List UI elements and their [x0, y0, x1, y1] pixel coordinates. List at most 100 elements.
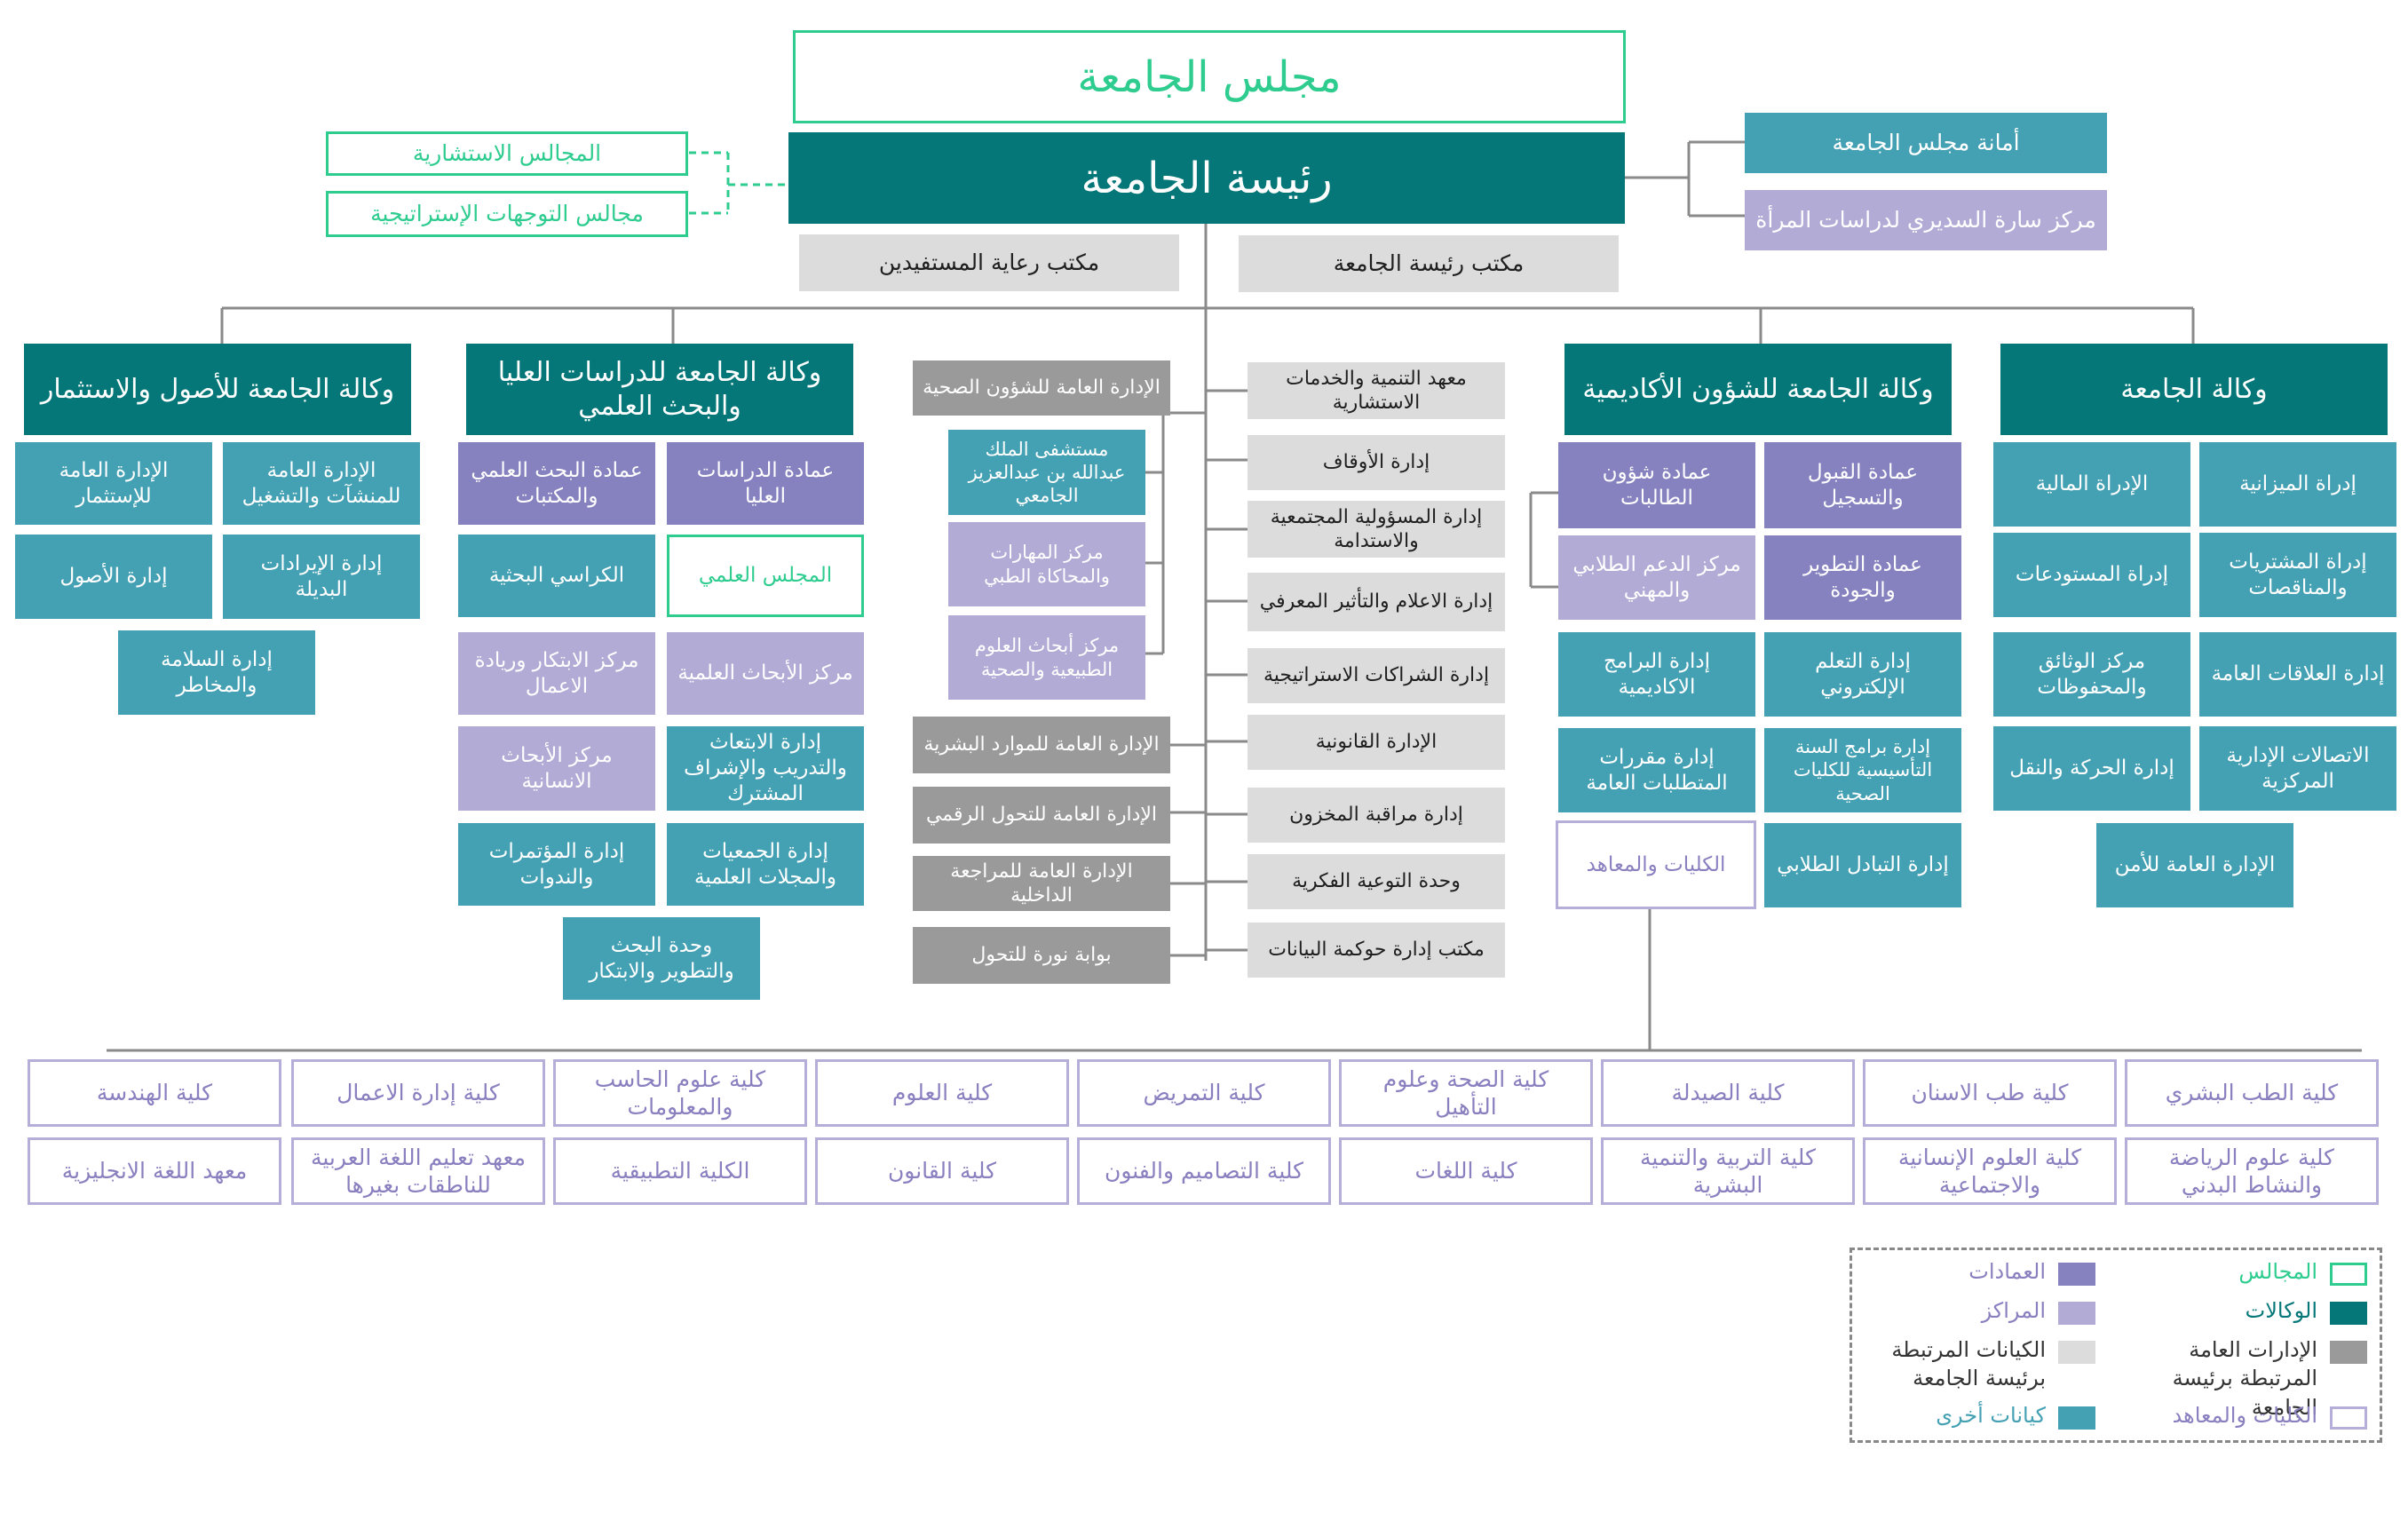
- legend-label-general-departments: الإدارات العامة المرتبطة برئيسة الجامعة: [2172, 1337, 2317, 1420]
- legend-swatch-agencies: [2330, 1302, 2367, 1325]
- legend-swatch-colleges: [2330, 1406, 2367, 1430]
- scientific-research-center: مركز الأبحاث العلمية: [667, 632, 864, 715]
- elearning-dept: إدارة التعلم الإلكتروني: [1764, 632, 1961, 717]
- college-computer-science: كلية علوم الحاسب والمعلومات: [553, 1059, 807, 1127]
- facilities-operations-dept: الإدارة العامة للمنشآت والتشغيل: [223, 442, 420, 525]
- investment-dept: الإدارة العامة للإستثمار: [15, 442, 212, 525]
- foundation-year-dept: إدارة برامج السنة التأسيسية للكليات الصح…: [1764, 728, 1961, 812]
- legend-swatch-deanships: [2058, 1263, 2095, 1286]
- advisory-councils: المجالس الاستشارية: [326, 131, 688, 176]
- agency-assets-investment: وكالة الجامعة للأصول والاستثمار: [24, 344, 411, 435]
- conferences-dept: إدارة المؤتمرات والندوات: [458, 823, 655, 906]
- college-applied: الكلية التطبيقية: [553, 1137, 807, 1205]
- legend-swatch-other-entities: [2058, 1406, 2095, 1430]
- college-science: كلية العلوم: [815, 1059, 1069, 1127]
- agency-university: وكالة الجامعة: [2000, 344, 2388, 435]
- transport-dept: إدارة الحركة والنقل: [1993, 726, 2190, 811]
- strategic-councils: مجالس التوجهات الإستراتيجية: [326, 191, 688, 237]
- quality-deanship: عمادة التطوير والجودة: [1764, 535, 1961, 620]
- noura-transformation-gateway: بوابة نورة للتحول: [913, 927, 1170, 984]
- student-support-center: مركز الدعم الطلابي والمهني: [1558, 535, 1755, 620]
- college-business: كلية إدارة الاعمال: [291, 1059, 545, 1127]
- innovation-entrepreneurship-center: مركز الابتكار وريادة الاعمال: [458, 632, 655, 715]
- university-board: مجلس الجامعة: [793, 30, 1626, 123]
- legend-label-deanships: العمادات: [1968, 1259, 2046, 1284]
- admission-deanship: عمادة القبول والتسجيل: [1764, 442, 1961, 528]
- general-requirements-dept: إدارة مقررات المتطلبات العامة: [1558, 728, 1755, 812]
- legal-dept: الإدارة القانونية: [1248, 715, 1505, 770]
- rdi-unit: وحدة البحث والتطوير والابتكار: [563, 917, 760, 1000]
- budget-dept: إدراة الميزانية: [2199, 442, 2396, 527]
- legend-swatch-councils: [2330, 1263, 2367, 1286]
- internal-audit-dept: الإدارة العامة للمراجعة الداخلية: [913, 856, 1170, 911]
- warehouses-dept: إدراة المستودعات: [1993, 533, 2190, 617]
- college-sports: كلية علوم الرياضة والنشاط البدني: [2125, 1137, 2379, 1205]
- intellectual-awareness-unit: وحدة التوعية الفكرية: [1248, 854, 1505, 909]
- university-hospital: مستشفى الملك عبدالله بن عبدالعزيز الجامع…: [948, 430, 1145, 515]
- college-medicine: كلية الطب البشري: [2125, 1059, 2379, 1127]
- beneficiaries-office: مكتب رعاية المستفيدين: [799, 234, 1179, 291]
- assets-dept: إدارة الأصول: [15, 535, 212, 619]
- social-responsibility-dept: إدارة المسؤولية المجتمعية والاستدامة: [1248, 501, 1505, 558]
- arabic-language-institute: معهد تعليم اللغة العربية للناطقات بغيرها: [291, 1137, 545, 1205]
- endowments-dept: إدارة الأوقاف: [1248, 435, 1505, 490]
- college-pharmacy: كلية الصيدلة: [1601, 1059, 1855, 1127]
- safety-risk-dept: إدارة السلامة والمخاطر: [118, 630, 315, 715]
- legend-swatch-centers: [2058, 1302, 2095, 1325]
- agency-graduate-research: وكالة الجامعة للدراسات العليا والبحث الع…: [466, 344, 853, 435]
- hr-dept: الإدارة العامة للموارد البشرية: [913, 717, 1170, 773]
- media-dept: إدارة الاعلام والتأثير المعرفي: [1248, 573, 1505, 631]
- documents-center: مركز الوثائق والمحفوظات: [1993, 632, 2190, 717]
- dev-institute: معهد التنمية والخدمات الاستشارية: [1248, 362, 1505, 419]
- scientific-council: المجلس العلمي: [667, 535, 864, 617]
- research-chairs: الكراسي البحثية: [458, 535, 655, 617]
- college-engineering: كلية الهندسة: [28, 1059, 281, 1127]
- college-dentistry: كلية طب الاسنان: [1863, 1059, 2117, 1127]
- research-libraries-deanship: عمادة البحث العلمي والمكتبات: [458, 442, 655, 525]
- legend-label-president-entities: الكيانات المرتبطة برئيسة الجامعة: [1891, 1337, 2046, 1391]
- scientific-societies-dept: إدارة الجمعيات والمجلات العلمية: [667, 823, 864, 906]
- data-governance-office: مكتب إدارة حوكمة البيانات: [1248, 923, 1505, 978]
- student-exchange-dept: إدارة التبادل الطلابي: [1764, 823, 1961, 907]
- legend-label-other-entities: كيانات أخرى: [1936, 1403, 2046, 1428]
- women-studies-center: مركز سارة السديري لدراسات المرأة: [1745, 190, 2107, 250]
- english-language-institute: معهد اللغة الانجليزية: [28, 1137, 281, 1205]
- legend-swatch-president-entities: [2058, 1341, 2095, 1364]
- legend-swatch-general-departments: [2330, 1341, 2367, 1364]
- admin-communications: الاتصالات الإدارية المركزية: [2199, 726, 2396, 811]
- college-languages: كلية اللغات: [1339, 1137, 1593, 1205]
- digital-transformation-dept: الإدارة العامة للتحول الرقمي: [913, 787, 1170, 844]
- procurement-dept: إدراة المشتريات والمناقصات: [2199, 533, 2396, 617]
- legend: المجالس الوكالات الإدارات العامة المرتبط…: [1850, 1248, 2382, 1443]
- security-dept: الإدارة العامة للأمن: [2096, 823, 2293, 907]
- college-education: كلية التربية والتنمية البشرية: [1601, 1137, 1855, 1205]
- humanities-research-center: مركز الأبحاث الانسانية: [458, 726, 655, 811]
- university-president: رئيسة الجامعة: [788, 132, 1625, 224]
- college-humanities: كلية العلوم الإنسانية والاجتماعية: [1863, 1137, 2117, 1205]
- legend-label-agencies: الوكالات: [2245, 1298, 2317, 1323]
- college-health-rehab: كلية الصحة وعلوم التأهيل: [1339, 1059, 1593, 1127]
- graduate-studies-deanship: عمادة الدراسات العليا: [667, 442, 864, 525]
- board-secretariat: أمانة مجلس الجامعة: [1745, 113, 2107, 173]
- public-relations-dept: إدارة العلاقات العامة: [2199, 632, 2396, 717]
- academic-programs-dept: إدارة البرامج الاكاديمية: [1558, 632, 1755, 717]
- legend-label-councils: المجالس: [2238, 1259, 2317, 1284]
- college-design-arts: كلية التصاميم والفنون: [1077, 1137, 1331, 1205]
- agency-academic-affairs: وكالة الجامعة للشؤون الأكاديمية: [1564, 344, 1952, 435]
- health-affairs-dept: الإدارة العامة للشؤون الصحية: [913, 360, 1170, 416]
- legend-label-colleges: الكليات والمعاهد: [2172, 1403, 2317, 1428]
- inventory-control-dept: إدارة مراقبة المخزون: [1248, 788, 1505, 843]
- colleges-institutes-box: الكليات والمعاهد: [1556, 820, 1756, 909]
- natural-health-research-center: مركز أبحاث العلوم الطبيعية والصحية: [948, 615, 1145, 700]
- student-affairs-deanship: عمادة شؤون الطالبات: [1558, 442, 1755, 528]
- college-nursing: كلية التمريض: [1077, 1059, 1331, 1127]
- alternative-revenue-dept: إدارة الإيرادات البديلة: [223, 535, 420, 619]
- medical-simulation-center: مركز المهارات والمحاكاة الطبي: [948, 522, 1145, 606]
- legend-label-centers: المراكز: [1981, 1298, 2046, 1323]
- college-law: كلية القانون: [815, 1137, 1069, 1205]
- president-office: مكتب رئيسة الجامعة: [1239, 235, 1619, 292]
- partnerships-dept: إدارة الشراكات الاستراتيجية: [1248, 648, 1505, 703]
- scholarship-training-dept: إدارة الابتعاث والتدريب والإشراف المشترك: [667, 726, 864, 811]
- finance-dept: الإدراة المالية: [1993, 442, 2190, 527]
